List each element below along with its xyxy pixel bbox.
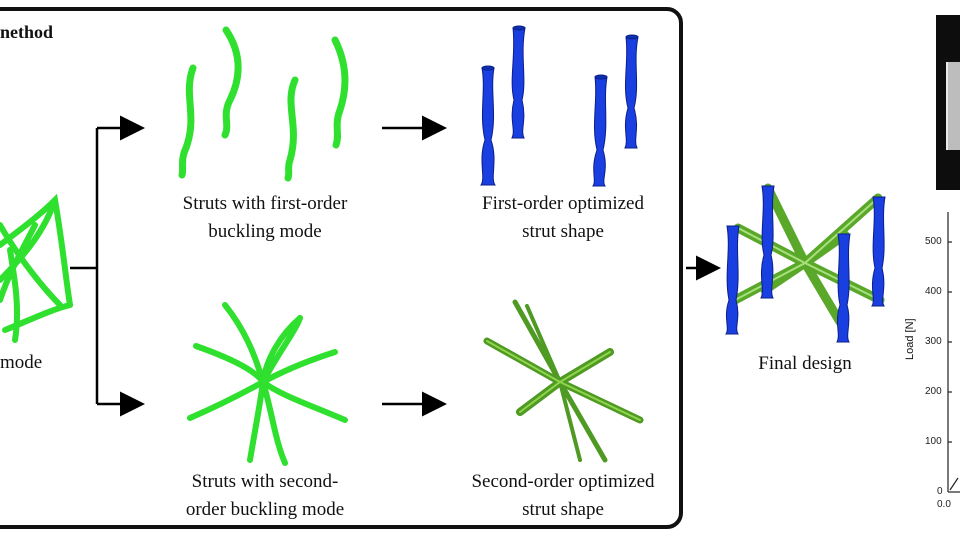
final-design-art bbox=[725, 183, 886, 343]
specimen-photo-highlight bbox=[946, 62, 960, 150]
caption-line: order buckling mode bbox=[185, 499, 345, 520]
caption-line: Struts with first-order bbox=[182, 193, 348, 214]
ytick-label: 100 bbox=[925, 436, 942, 447]
caption-line: strut shape bbox=[522, 221, 604, 242]
ytick-label: 0 bbox=[937, 486, 943, 497]
caption-line: strut shape bbox=[522, 499, 604, 520]
first-order-optimized-caption: First-order optimized strut shape bbox=[448, 190, 678, 246]
caption-line: Second-order optimized bbox=[471, 471, 655, 492]
caption-line: buckling mode bbox=[208, 221, 322, 242]
caption-line: First-order optimized bbox=[482, 193, 644, 214]
xtick-label: 0.0 bbox=[937, 499, 951, 510]
ytick-label: 500 bbox=[925, 236, 942, 247]
final-design-label: Final design bbox=[758, 353, 852, 374]
branch-connector bbox=[70, 115, 721, 417]
second-order-struts bbox=[187, 302, 348, 466]
caption-line: Struts with second- bbox=[191, 471, 339, 492]
plot-axes bbox=[947, 212, 960, 493]
second-order-struts-caption: Struts with second- order buckling mode bbox=[145, 468, 385, 524]
first-order-struts-caption: Struts with first-order buckling mode bbox=[145, 190, 385, 246]
panel-title: nethod bbox=[0, 22, 54, 42]
ytick-label: 400 bbox=[925, 286, 942, 297]
method-panel bbox=[0, 7, 683, 529]
left-mode-label: mode bbox=[0, 352, 43, 373]
left-lattice bbox=[0, 193, 73, 343]
second-order-optimized-caption: Second-order optimized strut shape bbox=[448, 468, 678, 524]
first-order-struts bbox=[178, 26, 349, 182]
ytick-label: 300 bbox=[925, 336, 942, 347]
first-order-optimized-struts bbox=[480, 25, 639, 187]
ytick-label: 200 bbox=[925, 386, 942, 397]
plot-ylabel: Load [N] bbox=[904, 318, 916, 360]
